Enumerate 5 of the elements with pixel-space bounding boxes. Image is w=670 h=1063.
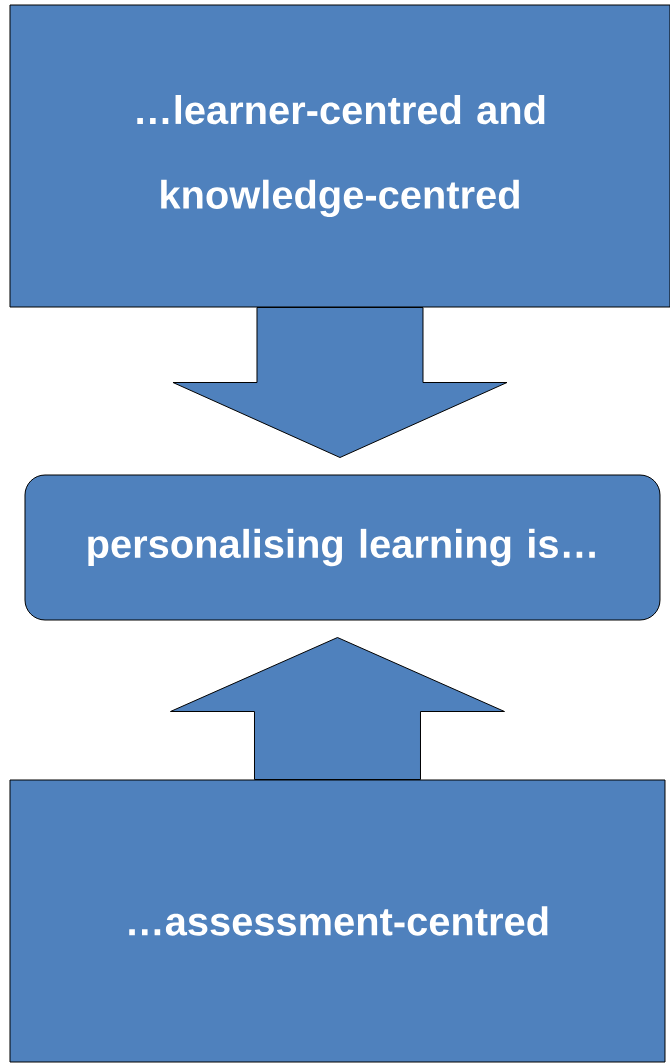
rounded-box: personalising learning is… [24, 474, 661, 621]
block-arrow [170, 637, 505, 780]
block-arrow [172, 307, 508, 458]
text-box: …learner-centred and knowledge-centred [9, 4, 670, 308]
text-box: …assessment-centred [9, 779, 666, 1063]
